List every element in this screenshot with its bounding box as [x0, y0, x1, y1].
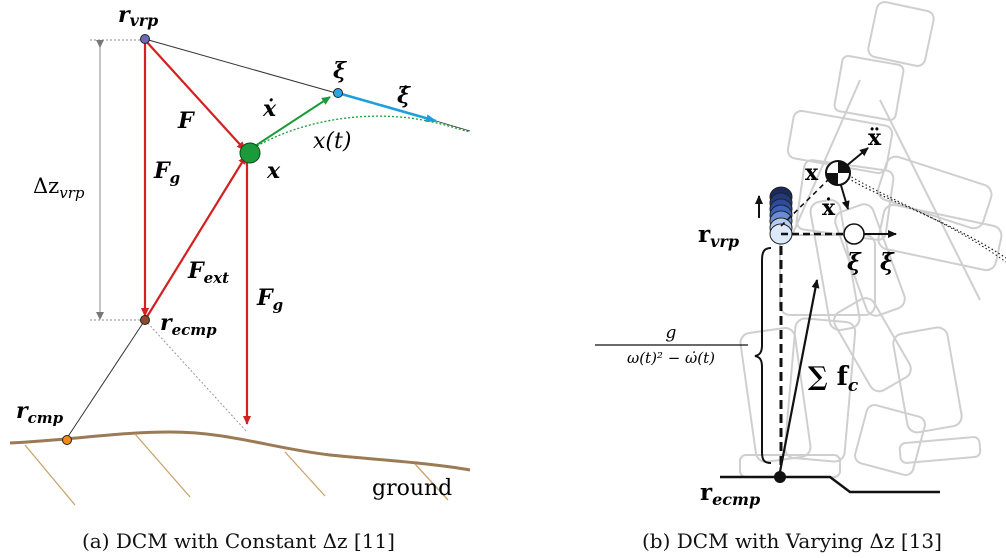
- label-x-dot-b: ẋ: [822, 195, 836, 221]
- cmp-point: [62, 435, 72, 445]
- sum-force-arrow: [777, 279, 820, 478]
- label-delta-z-vrp: Δzvrp: [33, 174, 85, 202]
- label-ground: ground: [372, 476, 452, 501]
- label-x-t: x(t): [313, 129, 351, 154]
- com-vel-arrow: [839, 181, 850, 210]
- label-xi: ξ: [333, 58, 347, 84]
- height-brace: [754, 247, 772, 464]
- label-frac-num: g: [666, 323, 677, 343]
- label-Fext: Fext: [187, 258, 229, 287]
- delta-z-dimension: [90, 39, 145, 321]
- label-xi-dot-b: ξ̇: [880, 249, 895, 276]
- caption-b: (b) DCM with Varying Δz [13]: [642, 529, 942, 553]
- ground-hatching: [24, 433, 449, 506]
- label-xi-b: ξ: [847, 249, 862, 276]
- caption-a: (a) DCM with Constant Δz [11]: [82, 529, 395, 553]
- dcm-tail-line: [435, 120, 471, 132]
- label-r-vrp-b: rvrp: [698, 221, 739, 251]
- vrp-stack: [769, 186, 793, 245]
- label-r-cmp: rcmp: [16, 398, 64, 427]
- panel-b: ẍ x ẋ rvrp ξ ξ̇ g ω(t)² − ω̇(t) ∑ fc rec…: [595, 1, 1006, 553]
- force-F-arrow: [144, 39, 246, 151]
- label-F: F: [177, 108, 195, 134]
- label-r-ecmp: recmp: [160, 310, 217, 339]
- dcm-point-b: [843, 223, 865, 245]
- vrp-to-xi-line: [144, 38, 337, 94]
- panel-a: rvrp ξ ξ̇ F ẋ x(t) x Fg Δzvrp Fext Fg re…: [9, 2, 471, 553]
- label-sum-fc: ∑ fc: [808, 362, 859, 396]
- dcm-trajectory-2: [847, 174, 1006, 263]
- label-r-ecmp-b: recmp: [700, 479, 760, 509]
- com-point: [239, 142, 261, 164]
- com-marker: [825, 160, 851, 186]
- label-xi-dot: ξ̇: [397, 83, 411, 109]
- label-x: x: [266, 158, 281, 184]
- ecmp-point: [140, 315, 150, 325]
- velocity-arrow: [251, 96, 331, 149]
- ground-curve: [9, 430, 471, 472]
- ecmp-to-ground-dotted: [144, 319, 248, 433]
- label-frac-den: ω(t)² − ω̇(t): [627, 349, 715, 367]
- vrp-point: [140, 34, 150, 44]
- ecmp-point-b: [774, 471, 786, 483]
- dcm-point: [333, 88, 343, 98]
- label-Fg2: Fg: [256, 285, 283, 314]
- label-x-ddot: ẍ: [868, 125, 882, 151]
- com-trajectory: [249, 115, 471, 151]
- com-accel-arrow: [844, 147, 869, 168]
- label-x-b: x: [805, 160, 819, 186]
- label-x-dot: ẋ: [262, 96, 277, 122]
- dcm-velocity-arrow: [337, 91, 437, 123]
- force-Fext-arrow: [144, 155, 247, 321]
- vrp-to-com-dashed: [780, 177, 831, 227]
- label-r-vrp: rvrp: [118, 2, 158, 30]
- label-Fg: Fg: [153, 158, 180, 187]
- ecmp-to-cmp-line: [66, 319, 146, 439]
